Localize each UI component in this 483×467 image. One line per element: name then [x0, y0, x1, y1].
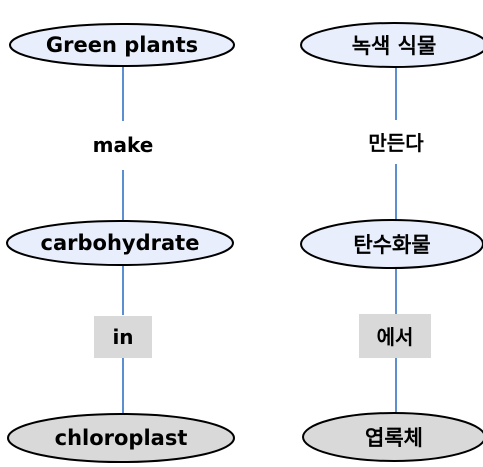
link-label: 만든다: [368, 131, 424, 155]
link-korean-in: 에서: [359, 314, 431, 358]
node-chloroplast: chloroplast: [7, 413, 235, 463]
node-green-plants: Green plants: [9, 23, 235, 67]
node-shape: [7, 413, 235, 463]
node-carbohydrate: carbohydrate: [6, 220, 234, 266]
link-box: [78, 124, 168, 166]
node-shape: [300, 219, 483, 269]
node-label: 엽록체: [365, 426, 423, 450]
node-label: carbohydrate: [41, 231, 200, 255]
node-label: Green plants: [46, 33, 198, 57]
link-korean-make: 만든다: [343, 120, 447, 164]
english-column: Green plants make carbohydrate in chloro…: [6, 23, 235, 463]
node-label: 녹색 식물: [352, 34, 437, 58]
node-shape: [300, 22, 483, 68]
link-box: [359, 314, 431, 358]
node-korean-carbohydrate: 탄수화물: [300, 219, 483, 269]
link-make: make: [78, 124, 168, 166]
link-label: make: [93, 133, 154, 157]
node-shape: [6, 220, 234, 266]
link-box: [94, 316, 152, 358]
link-in: in: [94, 316, 152, 358]
link-box: [343, 120, 447, 164]
korean-column: 녹색 식물 만든다 탄수화물 에서 엽록체: [300, 22, 483, 462]
node-shape: [9, 23, 235, 67]
link-label: in: [112, 325, 133, 349]
link-label: 에서: [377, 325, 414, 349]
node-label: chloroplast: [55, 426, 188, 450]
node-shape: [302, 412, 483, 462]
node-label: 탄수화물: [353, 233, 430, 257]
node-korean-chloroplast: 엽록체: [302, 412, 483, 462]
node-korean-green-plants: 녹색 식물: [300, 22, 483, 68]
